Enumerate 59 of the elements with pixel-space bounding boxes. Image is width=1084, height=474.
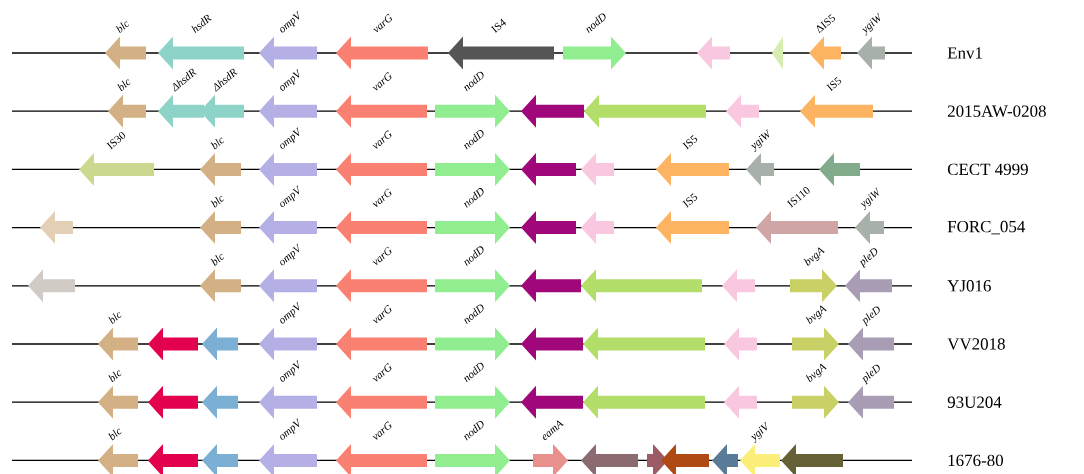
gene-label: blc <box>108 312 122 324</box>
gene-block <box>724 327 757 361</box>
gene-block <box>40 211 73 245</box>
gene-block <box>772 36 783 70</box>
gene-block <box>521 152 576 186</box>
gene-block <box>521 269 581 303</box>
gene-label: blc <box>108 370 122 383</box>
gene-label: bvgA <box>805 363 827 383</box>
gene-block <box>819 152 860 186</box>
gene-block <box>726 94 759 128</box>
gene-label: IS5 <box>682 135 698 150</box>
gene-label: varG <box>372 72 392 91</box>
gene-block <box>584 94 706 128</box>
gene-label: IS5 <box>682 193 698 208</box>
gene-label: blc <box>210 137 224 150</box>
gene-label: IS5 <box>826 76 842 92</box>
strain-name: Env1 <box>947 47 982 59</box>
gene-block <box>583 385 705 419</box>
gene-label: hsdR <box>191 14 212 34</box>
strain-name: FORC_054 <box>947 220 1026 235</box>
gene-block <box>521 385 583 419</box>
gene-label: blc <box>210 253 224 266</box>
strain-name: 93U204 <box>947 396 1002 408</box>
strain-name: VV2018 <box>947 338 1005 350</box>
gene-block <box>712 443 738 474</box>
gene-block <box>697 36 730 70</box>
gene-label: varG <box>372 246 392 266</box>
strain-name: 2015AW-0208 <box>947 105 1046 117</box>
strain-name: 1676-80 <box>948 454 1003 467</box>
gene-label: varG <box>372 363 392 382</box>
gene-block <box>781 443 843 474</box>
gene-block <box>583 327 705 361</box>
gene-label: IS4 <box>490 18 506 34</box>
gene-block <box>722 269 755 303</box>
gene-block <box>148 443 198 474</box>
gene-block <box>581 443 638 474</box>
gene-label: IS30 <box>106 132 126 150</box>
gene-label: blc <box>210 195 224 208</box>
gene-block <box>521 211 576 245</box>
gene-block <box>521 94 584 128</box>
gene-label: varG <box>373 13 393 33</box>
gene-block <box>661 443 709 474</box>
gene-block <box>521 327 583 361</box>
gene-block <box>148 327 198 361</box>
gene-block <box>202 443 238 474</box>
gene-label: blc <box>108 428 122 441</box>
gene-label: blc <box>117 79 131 92</box>
strain-name: YJ016 <box>947 280 991 292</box>
gene-block <box>581 152 614 186</box>
gene-block <box>724 385 757 419</box>
gene-label: blc <box>115 21 129 33</box>
gene-block <box>148 385 198 419</box>
strain-name: CECT 4999 <box>947 163 1028 176</box>
gene-label: varG <box>372 304 392 324</box>
gene-block <box>581 211 614 245</box>
gene-block <box>28 269 75 303</box>
gene-block <box>202 327 238 361</box>
gene-block <box>581 269 702 303</box>
gene-block <box>202 385 238 419</box>
